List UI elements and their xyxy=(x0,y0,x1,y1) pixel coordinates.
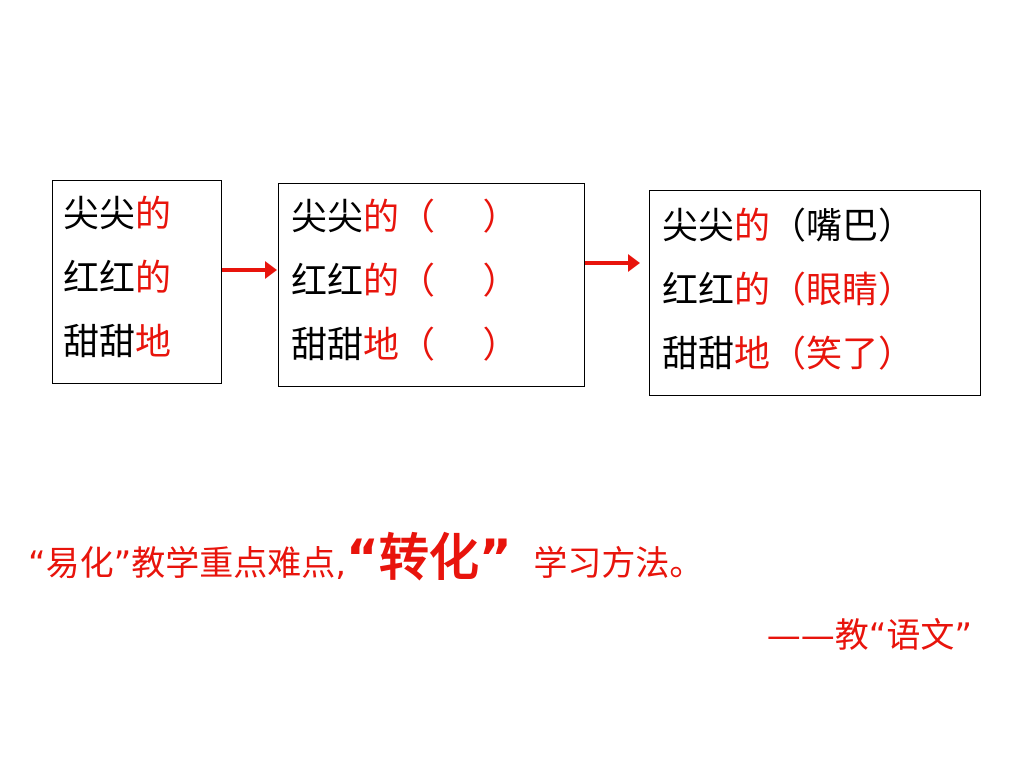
phrase: 甜甜地（笑了） xyxy=(662,334,915,375)
phrase: 红红的 xyxy=(63,258,172,299)
phrase: 尖尖的 xyxy=(63,194,172,235)
box-answers: 尖尖的（嘴巴） 红红的（眼睛） 甜甜地（笑了） xyxy=(649,190,981,396)
arrow-right-icon xyxy=(222,261,277,279)
phrase: 红红的（ ） xyxy=(291,261,519,302)
attribution: ——教“语文” xyxy=(766,616,972,656)
phrase: 甜甜地（ ） xyxy=(291,325,519,366)
phrase: 红红的（眼睛） xyxy=(662,270,915,311)
caption: “易化”教学重点难点,“转化” 学习方法。 xyxy=(28,518,703,590)
caption-emphasis: “转化” xyxy=(346,529,512,587)
phrase: 尖尖的（ ） xyxy=(291,197,519,238)
caption-part3: 学习方法。 xyxy=(533,544,704,584)
box-phrases: 尖尖的 红红的 甜甜地 xyxy=(52,180,222,384)
caption-part1: “易化”教学重点难点, xyxy=(28,544,347,584)
arrow-right-icon xyxy=(585,254,640,272)
box-blanks: 尖尖的（ ） 红红的（ ） 甜甜地（ ） xyxy=(278,183,585,387)
phrase: 尖尖的（嘴巴） xyxy=(662,206,915,247)
phrase: 甜甜地 xyxy=(63,322,172,363)
